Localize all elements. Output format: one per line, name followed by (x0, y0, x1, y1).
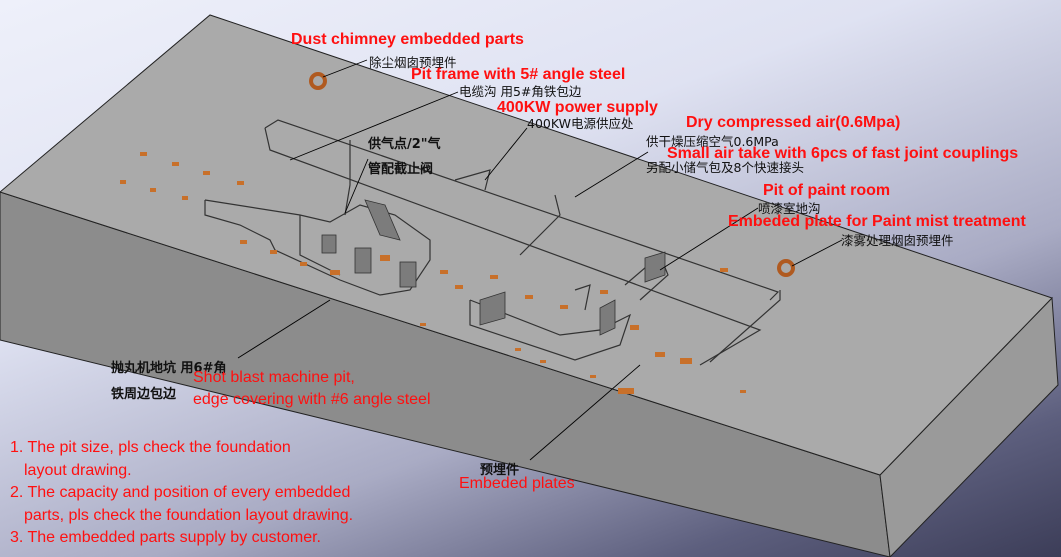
air-point-label-cn-1: 供气点/2"气 (368, 137, 441, 152)
small-air-label-en: Small air take with 6pcs of fast joint c… (667, 145, 1019, 162)
note-3: 3. The embedded parts supply by customer… (10, 529, 321, 546)
dry-air-label-cn: 供干燥压缩空气0.6MPa (646, 134, 779, 149)
pit-frame-label-en: Pit frame with 5# angle steel (411, 66, 626, 83)
note-2: 2. The capacity and position of every em… (10, 484, 351, 501)
chimney-embedded-rings (309, 72, 795, 277)
power-label-en: 400KW power supply (497, 99, 658, 116)
shot-blast-label-en-1: Shot blast machine pit, (193, 369, 355, 386)
shot-blast-label-cn-2: 铁周边包边 (111, 387, 177, 402)
note-1-cont: layout drawing. (24, 461, 132, 479)
note-2-cont: parts, pls check the foundation layout d… (24, 506, 354, 524)
dry-air-label-en: Dry compressed air(0.6Mpa) (686, 114, 901, 131)
embedded-plates-label-en: Embeded plates (459, 475, 575, 492)
notes-list: 1. The pit size, pls check the foundatio… (10, 437, 353, 550)
pit-frame-label-cn: 电缆沟 用5#角铁包边 (459, 84, 582, 99)
paint-pit-label-cn: 喷漆室地沟 (758, 201, 821, 216)
paint-mist-label-cn: 漆雾处理烟囱预埋件 (841, 233, 954, 248)
paint-mist-label-en: Embeded plate for Paint mist treatment (728, 213, 1026, 230)
embedded-plates-label-cn: 预埋件 (480, 463, 520, 478)
pit-interiors (321, 199, 666, 336)
dust-chimney-label-cn: 除尘烟囱预埋件 (369, 55, 457, 70)
leader-lines (237, 59, 843, 461)
note-1: 1. The pit size, pls check the foundatio… (10, 439, 291, 456)
slab-top-face (0, 14, 1053, 476)
air-point-label-cn-2: 管配截止阀 (368, 162, 434, 177)
shot-blast-label-cn-1: 抛丸机地坑 用6#角 (111, 361, 227, 376)
dust-chimney-label-en: Dust chimney embedded parts (291, 31, 524, 48)
shot-blast-label-en-2: edge covering with #6 angle steel (193, 391, 431, 408)
power-label-cn: 400KW电源供应处 (527, 116, 634, 131)
embedded-plates (120, 152, 746, 394)
small-air-label-cn: 另配小储气包及8个快速接头 (646, 160, 804, 175)
paint-pit-label-en: Pit of paint room (763, 182, 891, 199)
